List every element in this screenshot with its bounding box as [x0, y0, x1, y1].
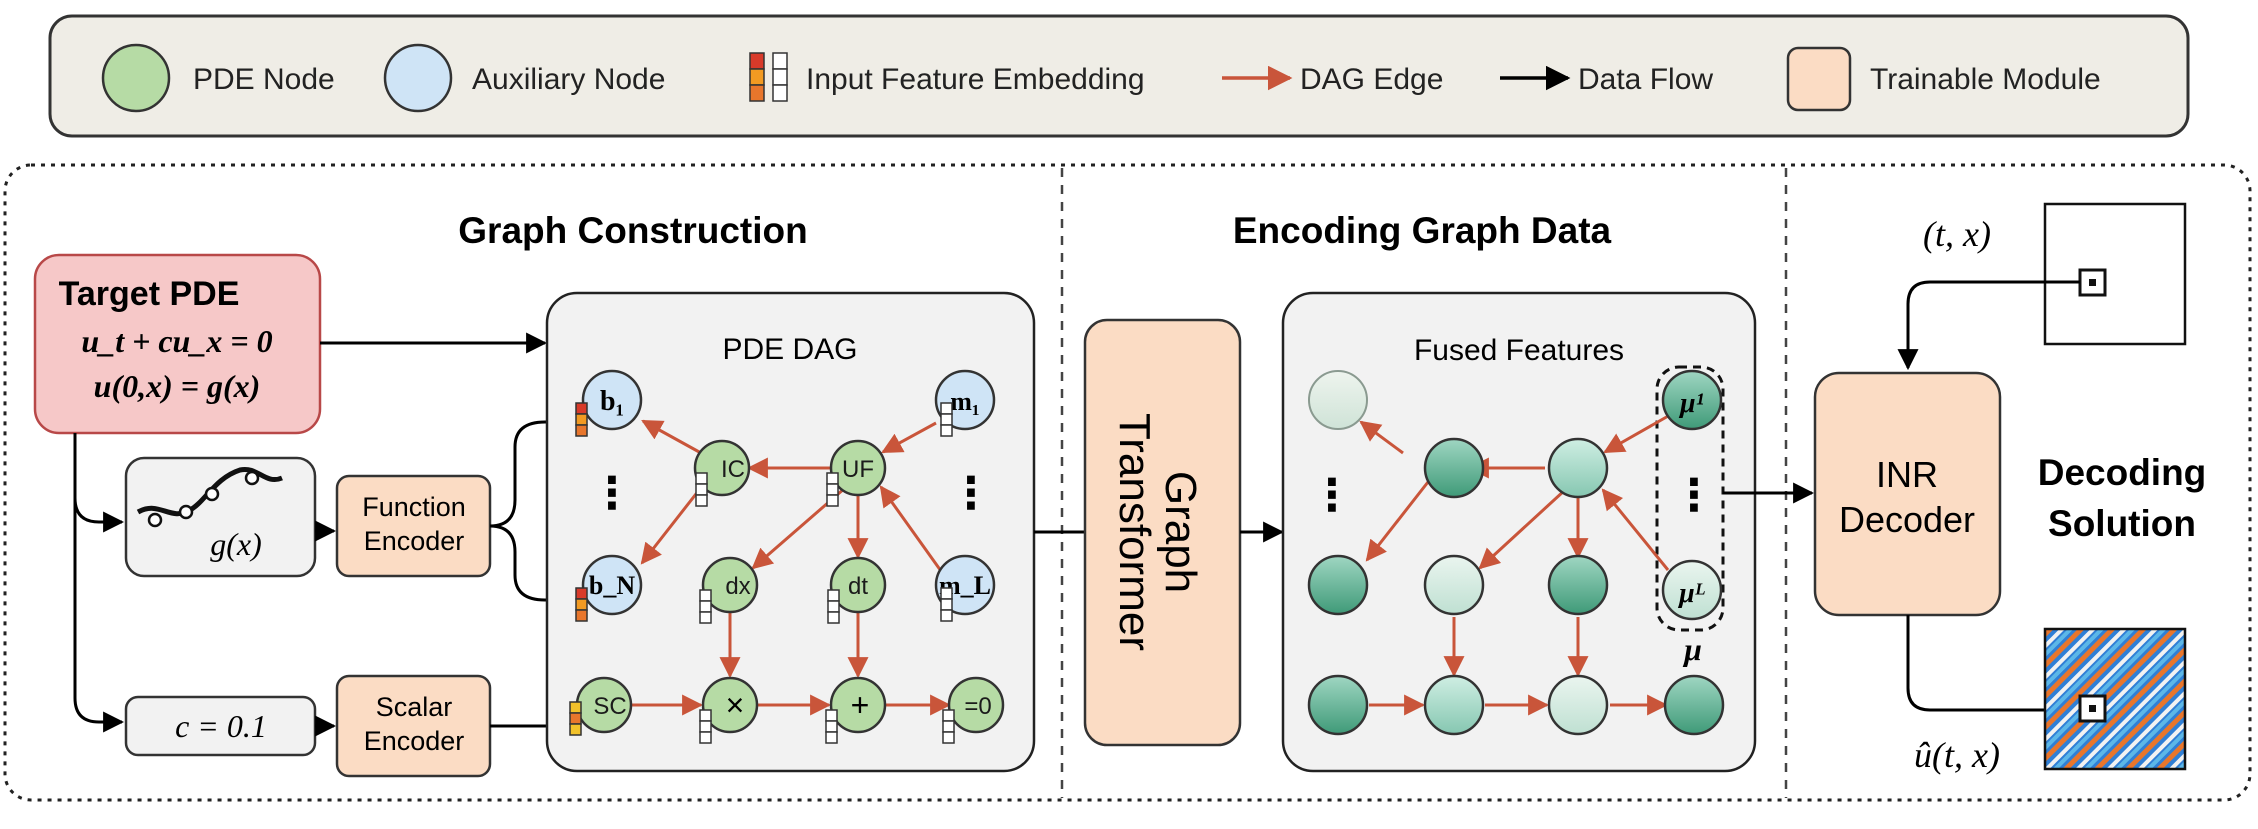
dag-node-dx: dx: [701, 556, 759, 614]
function-input-label: g(x): [210, 526, 262, 562]
flow-decoder-to-solution: [1906, 615, 2077, 721]
fused-muL-label: μᴸ: [1677, 578, 1706, 609]
legend-aux-node-label: Auxiliary Node: [472, 63, 665, 96]
scalar-encoder-line2: Encoder: [364, 726, 465, 756]
legend-trainable-module-label: Trainable Module: [1870, 63, 2101, 96]
section-decoding-solution-2: Solution: [2048, 503, 2196, 544]
section-decoding-solution-1: Decoding: [2038, 452, 2207, 493]
graph-transformer-line2: Transformer: [1110, 413, 1159, 651]
svg-text:m₁: m₁: [950, 387, 979, 416]
graph-transformer: Graph Transformer: [1083, 318, 1242, 747]
dag-vdots-left: ⋮: [590, 469, 634, 518]
fused-mu1-label: μ¹: [1678, 388, 1704, 419]
flow-pde-to-function: [73, 433, 125, 533]
query-coords-label: (t, x): [1923, 214, 1991, 254]
feature-embeddings: [569, 402, 955, 744]
fused-node-r2c3: [1547, 437, 1609, 499]
dag-node-eq-zero: =0: [947, 676, 1005, 734]
fused-node-mu1: [1661, 369, 1723, 431]
flow-query-to-decoder: [1897, 280, 2080, 371]
inr-decoder-line2: Decoder: [1839, 499, 1975, 540]
fused-node-r2c2: [1423, 437, 1485, 499]
dag-node-sc: SC: [575, 676, 633, 734]
fused-node-r4c3: [1547, 674, 1609, 736]
fused-node-r3c3: [1547, 554, 1609, 616]
dag-vdots-right: ⋮: [949, 469, 993, 518]
legend-data-flow-label: Data Flow: [1578, 63, 1713, 96]
dag-node-multiply: ×: [701, 676, 759, 734]
fused-edges: [1359, 413, 1671, 716]
svg-text:+: +: [851, 687, 870, 723]
inr-decoder: INR Decoder: [1813, 371, 2002, 617]
scalar-input-box: c = 0.1: [124, 695, 317, 757]
legend-pde-node-icon: [101, 43, 171, 113]
fused-node-r3c2: [1423, 554, 1485, 616]
target-pde-eq1: u_t + cu_x = 0: [81, 323, 272, 359]
legend-aux-node-icon: [383, 43, 453, 113]
fused-vdots-left: ⋮: [1310, 471, 1354, 520]
pde-dag-title: PDE DAG: [722, 333, 857, 366]
legend-feature-embedding-label: Input Feature Embedding: [806, 63, 1145, 96]
legend-feature-embedding-icon: [749, 52, 788, 102]
target-pde-eq2: u(0,x) = g(x): [94, 368, 261, 404]
fused-node-r3c1: [1307, 554, 1369, 616]
scalar-encoder: Scalar Encoder: [335, 674, 492, 778]
inr-decoder-line1: INR: [1876, 454, 1938, 495]
scalar-encoder-line1: Scalar: [376, 692, 453, 722]
function-input-box: g(x): [124, 456, 317, 578]
svg-text:×: ×: [726, 687, 745, 723]
svg-text:=0: =0: [964, 693, 991, 720]
fused-features-title: Fused Features: [1414, 334, 1624, 367]
flow-encoder-to-b1: [489, 411, 569, 528]
fused-node-r4c4: [1663, 674, 1725, 736]
flow-encoder-to-bN: [489, 524, 569, 611]
target-pde-title: Target PDE: [59, 275, 240, 313]
solution-point-dot: [2089, 705, 2096, 712]
dag-node-add: +: [829, 676, 887, 734]
solution-field: [2043, 627, 2187, 771]
dag-node-ic: IC: [693, 439, 751, 497]
svg-text:dx: dx: [725, 573, 750, 600]
target-pde-box: Target PDE u_t + cu_x = 0 u(0,x) = g(x): [33, 253, 322, 435]
dag-node-uf: UF: [829, 439, 887, 497]
fused-vdots-mu: ⋮: [1672, 471, 1716, 520]
svg-text:UF: UF: [842, 456, 874, 483]
section-graph-construction: Graph Construction: [458, 210, 807, 251]
legend: PDE Node Auxiliary Node Input Feature Em…: [48, 14, 2190, 138]
dag-node-bN: b_N: [581, 554, 643, 616]
fused-node-r4c2: [1423, 674, 1485, 736]
legend-pde-node-label: PDE Node: [193, 63, 335, 96]
section-encoding-graph-data: Encoding Graph Data: [1233, 210, 1612, 251]
main-frame: [3, 163, 2252, 802]
domain-box: [2043, 202, 2187, 346]
fused-node-muL: [1661, 559, 1723, 621]
svg-text:SC: SC: [593, 693, 626, 720]
output-label: û(t, x): [1914, 735, 2000, 775]
dag-edges: [631, 419, 952, 716]
fused-node-r1c1: [1308, 370, 1368, 430]
svg-text:IC: IC: [721, 456, 745, 483]
flow-pde-to-scalar: [73, 498, 125, 733]
dag-node-dt: dt: [829, 556, 887, 614]
function-encoder: Function Encoder: [335, 474, 492, 578]
mu-group-label: μ: [1682, 631, 1702, 667]
scalar-input-label: c = 0.1: [175, 708, 267, 744]
svg-text:b_N: b_N: [589, 571, 635, 600]
fused-node-r4c1: [1307, 674, 1369, 736]
dag-node-b1: b₁: [581, 369, 643, 431]
svg-text:b₁: b₁: [600, 386, 624, 417]
function-encoder-line2: Encoder: [364, 526, 465, 556]
query-point-dot: [2089, 279, 2096, 286]
graph-transformer-line1: Graph: [1156, 471, 1205, 593]
svg-text:dt: dt: [848, 573, 868, 600]
legend-dag-edge-label: DAG Edge: [1300, 63, 1443, 96]
function-encoder-line1: Function: [362, 492, 466, 522]
legend-trainable-module-icon: [1786, 46, 1852, 112]
